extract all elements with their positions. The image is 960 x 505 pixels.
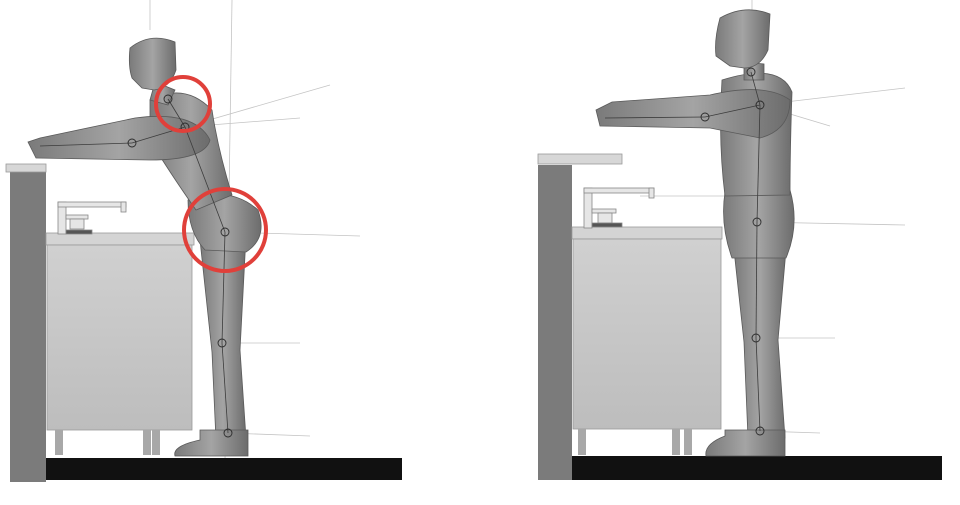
mannequin-upright	[595, 9, 795, 457]
cabinet-leg	[684, 429, 692, 455]
faucet-icon	[583, 187, 655, 229]
mannequin-leaning	[27, 37, 262, 457]
floor	[46, 458, 402, 480]
panel-left-leaning	[5, 0, 402, 482]
cabinet-body	[46, 244, 193, 431]
cabinet-leg	[143, 430, 151, 455]
upper-shelf	[537, 153, 623, 165]
wall-section	[10, 172, 46, 482]
joint-marker-icon	[127, 94, 233, 438]
cabinet-leg	[672, 429, 680, 455]
joint-marker-icon	[700, 67, 765, 436]
panel-right-upright	[537, 0, 942, 480]
cabinet-leg	[152, 430, 160, 455]
highlight-hip	[182, 187, 268, 273]
cabinet-leg	[578, 429, 586, 455]
faucet-icon	[57, 201, 127, 235]
countertop	[571, 226, 723, 240]
wall-section	[538, 165, 572, 480]
highlight-neck-shoulder	[154, 75, 212, 133]
skeleton-lines	[604, 71, 761, 432]
floor	[572, 456, 942, 480]
cabinet-leg	[55, 430, 63, 455]
cabinet-body	[572, 238, 722, 430]
upper-shelf	[5, 163, 47, 173]
countertop	[45, 232, 195, 246]
